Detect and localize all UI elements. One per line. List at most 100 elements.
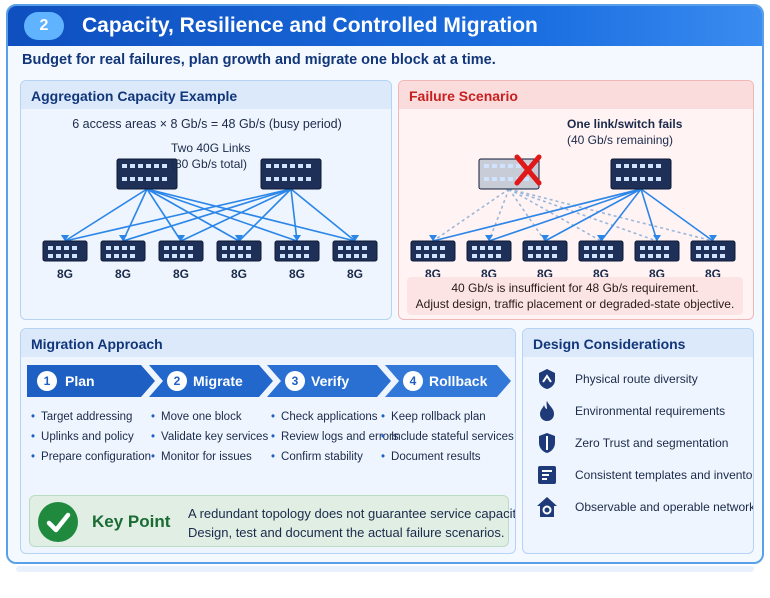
access-capacity-label: 8G <box>172 267 189 281</box>
page-subtitle: Budget for real failures, plan growth an… <box>22 52 496 68</box>
core-switch <box>116 158 178 190</box>
uplink <box>508 188 658 242</box>
uplink <box>64 188 292 242</box>
uplink <box>238 188 292 242</box>
access-switch <box>466 240 512 262</box>
house-gear-icon <box>537 497 557 517</box>
list-item: Target addressing <box>31 411 151 431</box>
access-switch <box>522 240 568 262</box>
access-switch <box>216 240 262 262</box>
links-label-line1: Two 40G Links <box>171 141 251 155</box>
flame-icon <box>540 401 554 421</box>
list-item: Monitor for issues <box>151 451 268 471</box>
core-switch <box>260 158 322 190</box>
route-diversity-icon <box>539 369 555 389</box>
step-label: Migrate <box>193 373 243 389</box>
key-point-line1: A redundant topology does not guarantee … <box>188 506 516 521</box>
step-label: Rollback <box>429 373 488 389</box>
uplink-arrowhead <box>61 235 69 241</box>
key-point-label: Key Point <box>92 512 171 531</box>
access-capacity-label: 8G <box>230 267 247 281</box>
step-number: 3 <box>285 371 305 391</box>
uplink <box>122 188 148 242</box>
capacity-formula: 6 access areas × 8 Gb/s = 48 Gb/s (busy … <box>72 117 342 131</box>
links-label-line2: (80 Gb/s total) <box>171 157 248 171</box>
uplink-arrowhead <box>293 235 301 241</box>
access-switch <box>158 240 204 262</box>
uplink <box>146 188 298 242</box>
list-item: Prepare configuration <box>31 451 151 471</box>
access-capacity-label: 8G <box>288 267 305 281</box>
access-capacity-label: 8G <box>114 267 131 281</box>
design-item-label: Consistent templates and inventory <box>575 468 754 482</box>
step-migrate: 2 Migrate <box>149 365 273 397</box>
failure-x-icon <box>514 154 542 186</box>
slide-frame: 2 Capacity, Resilience and Controlled Mi… <box>6 4 764 564</box>
core-switch <box>610 158 672 190</box>
page-title: Capacity, Resilience and Controlled Migr… <box>82 14 538 37</box>
aggregation-title: Aggregation Capacity Example <box>21 81 391 109</box>
design-item-label: Physical route diversity <box>575 372 698 386</box>
design-title: Design Considerations <box>523 329 753 357</box>
uplink <box>290 188 356 242</box>
migration-title: Migration Approach <box>21 329 515 357</box>
failure-note: 40 Gb/s is insufficient for 48 Gb/s requ… <box>407 277 743 315</box>
failure-note-line1: 40 Gb/s is insufficient for 48 Gb/s requ… <box>451 281 699 295</box>
uplink-arrowhead <box>351 235 359 241</box>
uplink <box>122 188 292 242</box>
failure-topology <box>410 154 736 262</box>
step-label: Plan <box>65 373 95 389</box>
key-point-line2: Design, test and document the actual fai… <box>188 525 505 540</box>
step-plan: 1 Plan <box>27 365 155 397</box>
access-capacity-label: 8G <box>346 267 363 281</box>
uplink <box>508 188 714 242</box>
access-switch <box>578 240 624 262</box>
uplink <box>640 188 658 242</box>
uplink <box>432 188 642 242</box>
uplink-arrowhead <box>429 235 437 241</box>
section-badge: 2 <box>24 12 64 40</box>
template-icon <box>538 466 556 484</box>
access-switch <box>690 240 736 262</box>
uplink <box>600 188 642 242</box>
frame-shadow <box>16 566 754 572</box>
failure-title: Failure Scenario <box>399 81 753 109</box>
uplink-arrowhead <box>709 235 717 241</box>
key-point-text: A redundant topology does not guarantee … <box>188 504 516 542</box>
access-switch <box>100 240 146 262</box>
uplink <box>432 188 510 242</box>
list-item: Keep rollback plan <box>381 411 514 431</box>
uplink <box>290 188 298 242</box>
step-label: Verify <box>311 373 350 389</box>
list-item: Confirm stability <box>271 451 399 471</box>
step-rollback: 4 Rollback <box>385 365 511 397</box>
list-item: Uplinks and policy <box>31 431 151 451</box>
access-switch <box>410 240 456 262</box>
aggregation-panel: Aggregation Capacity Example 6 access ar… <box>20 80 392 320</box>
failure-panel: Failure Scenario One link/switch fails (… <box>398 80 754 320</box>
design-item-label: Environmental requirements <box>575 404 726 418</box>
design-item-label: Observable and operable network <box>575 500 754 514</box>
list-item: Document results <box>381 451 514 471</box>
list-item: Check applications <box>271 411 399 431</box>
uplink <box>146 188 182 242</box>
fail-label-line1: One link/switch fails <box>567 117 683 131</box>
access-switch <box>634 240 680 262</box>
uplink-arrowhead <box>119 235 127 241</box>
header-bar: 2 Capacity, Resilience and Controlled Mi… <box>8 6 762 46</box>
uplink-arrowhead <box>597 235 605 241</box>
migration-panel: Migration Approach 1 Plan 2 Migrate 3 Ve… <box>20 328 516 554</box>
list-item: Review logs and errors <box>271 431 399 451</box>
uplink-arrowhead <box>235 235 243 241</box>
step-verify: 3 Verify <box>267 365 391 397</box>
uplink <box>508 188 546 242</box>
uplink <box>64 188 148 242</box>
key-point-box: Key Point A redundant topology does not … <box>29 495 515 547</box>
failure-note-line2: Adjust design, traffic placement or degr… <box>415 297 735 311</box>
uplink <box>544 188 642 242</box>
step-number: 4 <box>403 371 423 391</box>
access-switch <box>274 240 320 262</box>
verify-items: Check applications Review logs and error… <box>271 411 399 471</box>
uplink-arrowhead <box>653 235 661 241</box>
rollback-items: Keep rollback plan Include stateful serv… <box>381 411 514 471</box>
